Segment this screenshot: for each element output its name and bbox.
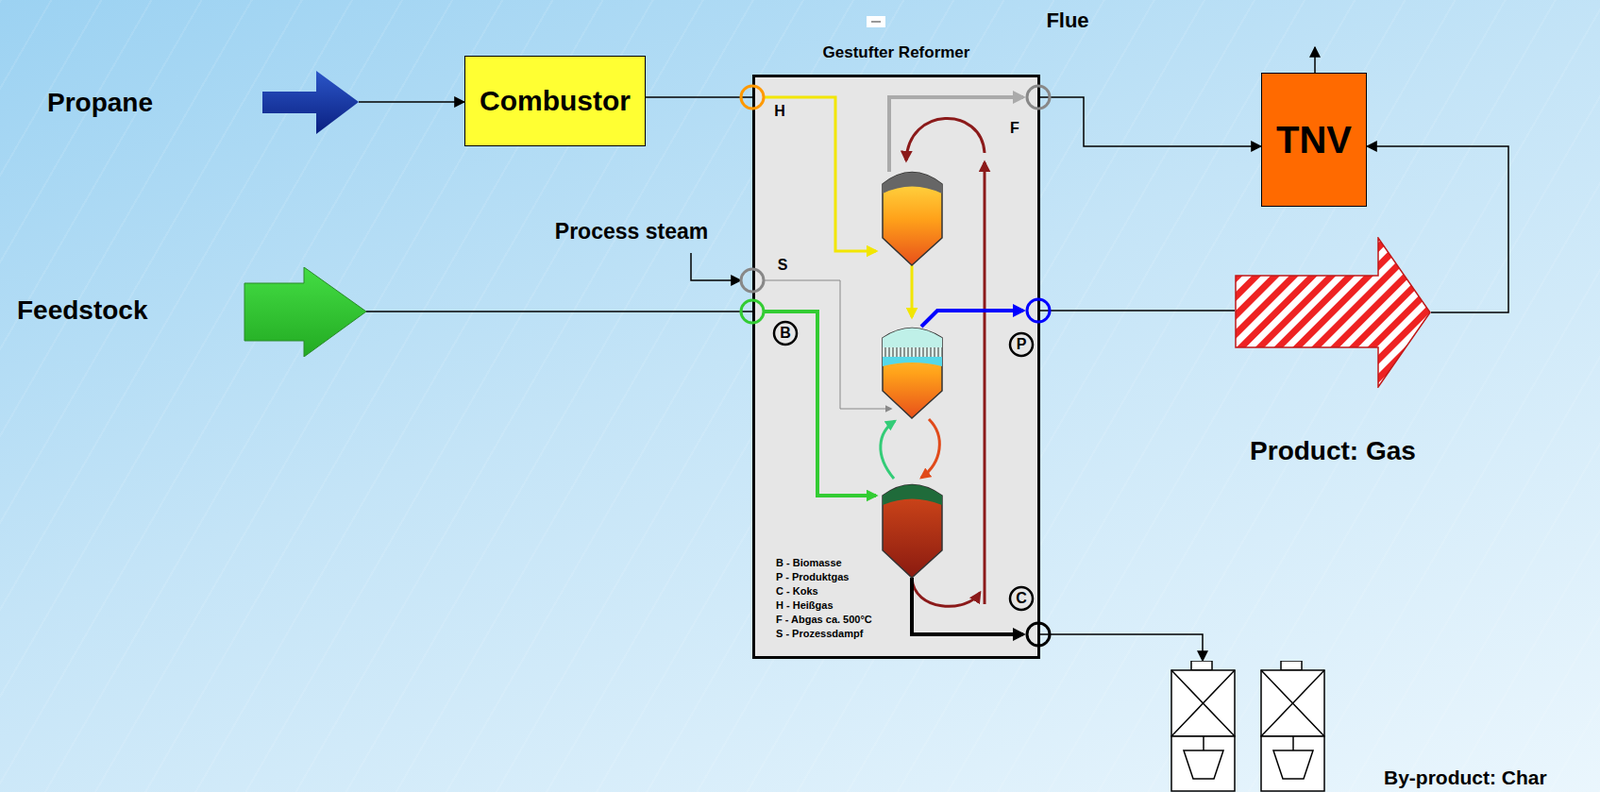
callout-letter: P [1016,336,1028,354]
node-text: By-product: Char [1383,766,1548,790]
node-text: Feedstock [16,295,149,326]
char-bins: By-product: Char [1166,660,1592,792]
flow-connector [1040,97,1262,147]
propane-input: Propane [42,70,359,135]
callout-letter: C [1015,589,1028,607]
label-text: Flue [1045,8,1089,34]
label-text: F [1010,119,1020,137]
key-text: S - Prozessdampf [775,627,863,640]
callout-letter: B [779,324,792,342]
exhaust-arrow [1313,47,1316,73]
key-text: C - Koks [775,585,819,597]
small-mark-line [871,20,881,23]
product-gas-arrow: Product: Gas [1234,236,1432,468]
flow-connector [358,101,465,103]
key-text: H - Heißgas [775,599,834,611]
combustor-box: Combustor [464,55,646,147]
key-text: P - Produktgas [775,571,849,583]
char-containers [1166,660,1337,792]
label-text: S [777,256,789,274]
flow-connector [366,310,753,313]
label-text: Process steam [555,218,708,245]
node-text: Product: Gas [1234,436,1432,467]
flow-connector [1040,634,1203,661]
flow-connector [1040,309,1235,312]
key-text: F - Abgas ca. 500°C [775,613,873,625]
node-text: Combustor [479,84,631,118]
flow-connector [645,96,753,99]
key-text: B - Biomasse [775,556,843,569]
node-text: Propane [47,87,153,118]
node-text: TNV [1276,118,1352,162]
feedstock-input: Feedstock [16,267,367,357]
hatched-arrow [1234,236,1432,388]
node-text: Gestufter Reformer [755,43,1038,63]
tnv-box: TNV [1261,72,1367,207]
small-mark [866,16,886,28]
label-text: H [774,102,786,120]
steam-line [690,252,742,281]
